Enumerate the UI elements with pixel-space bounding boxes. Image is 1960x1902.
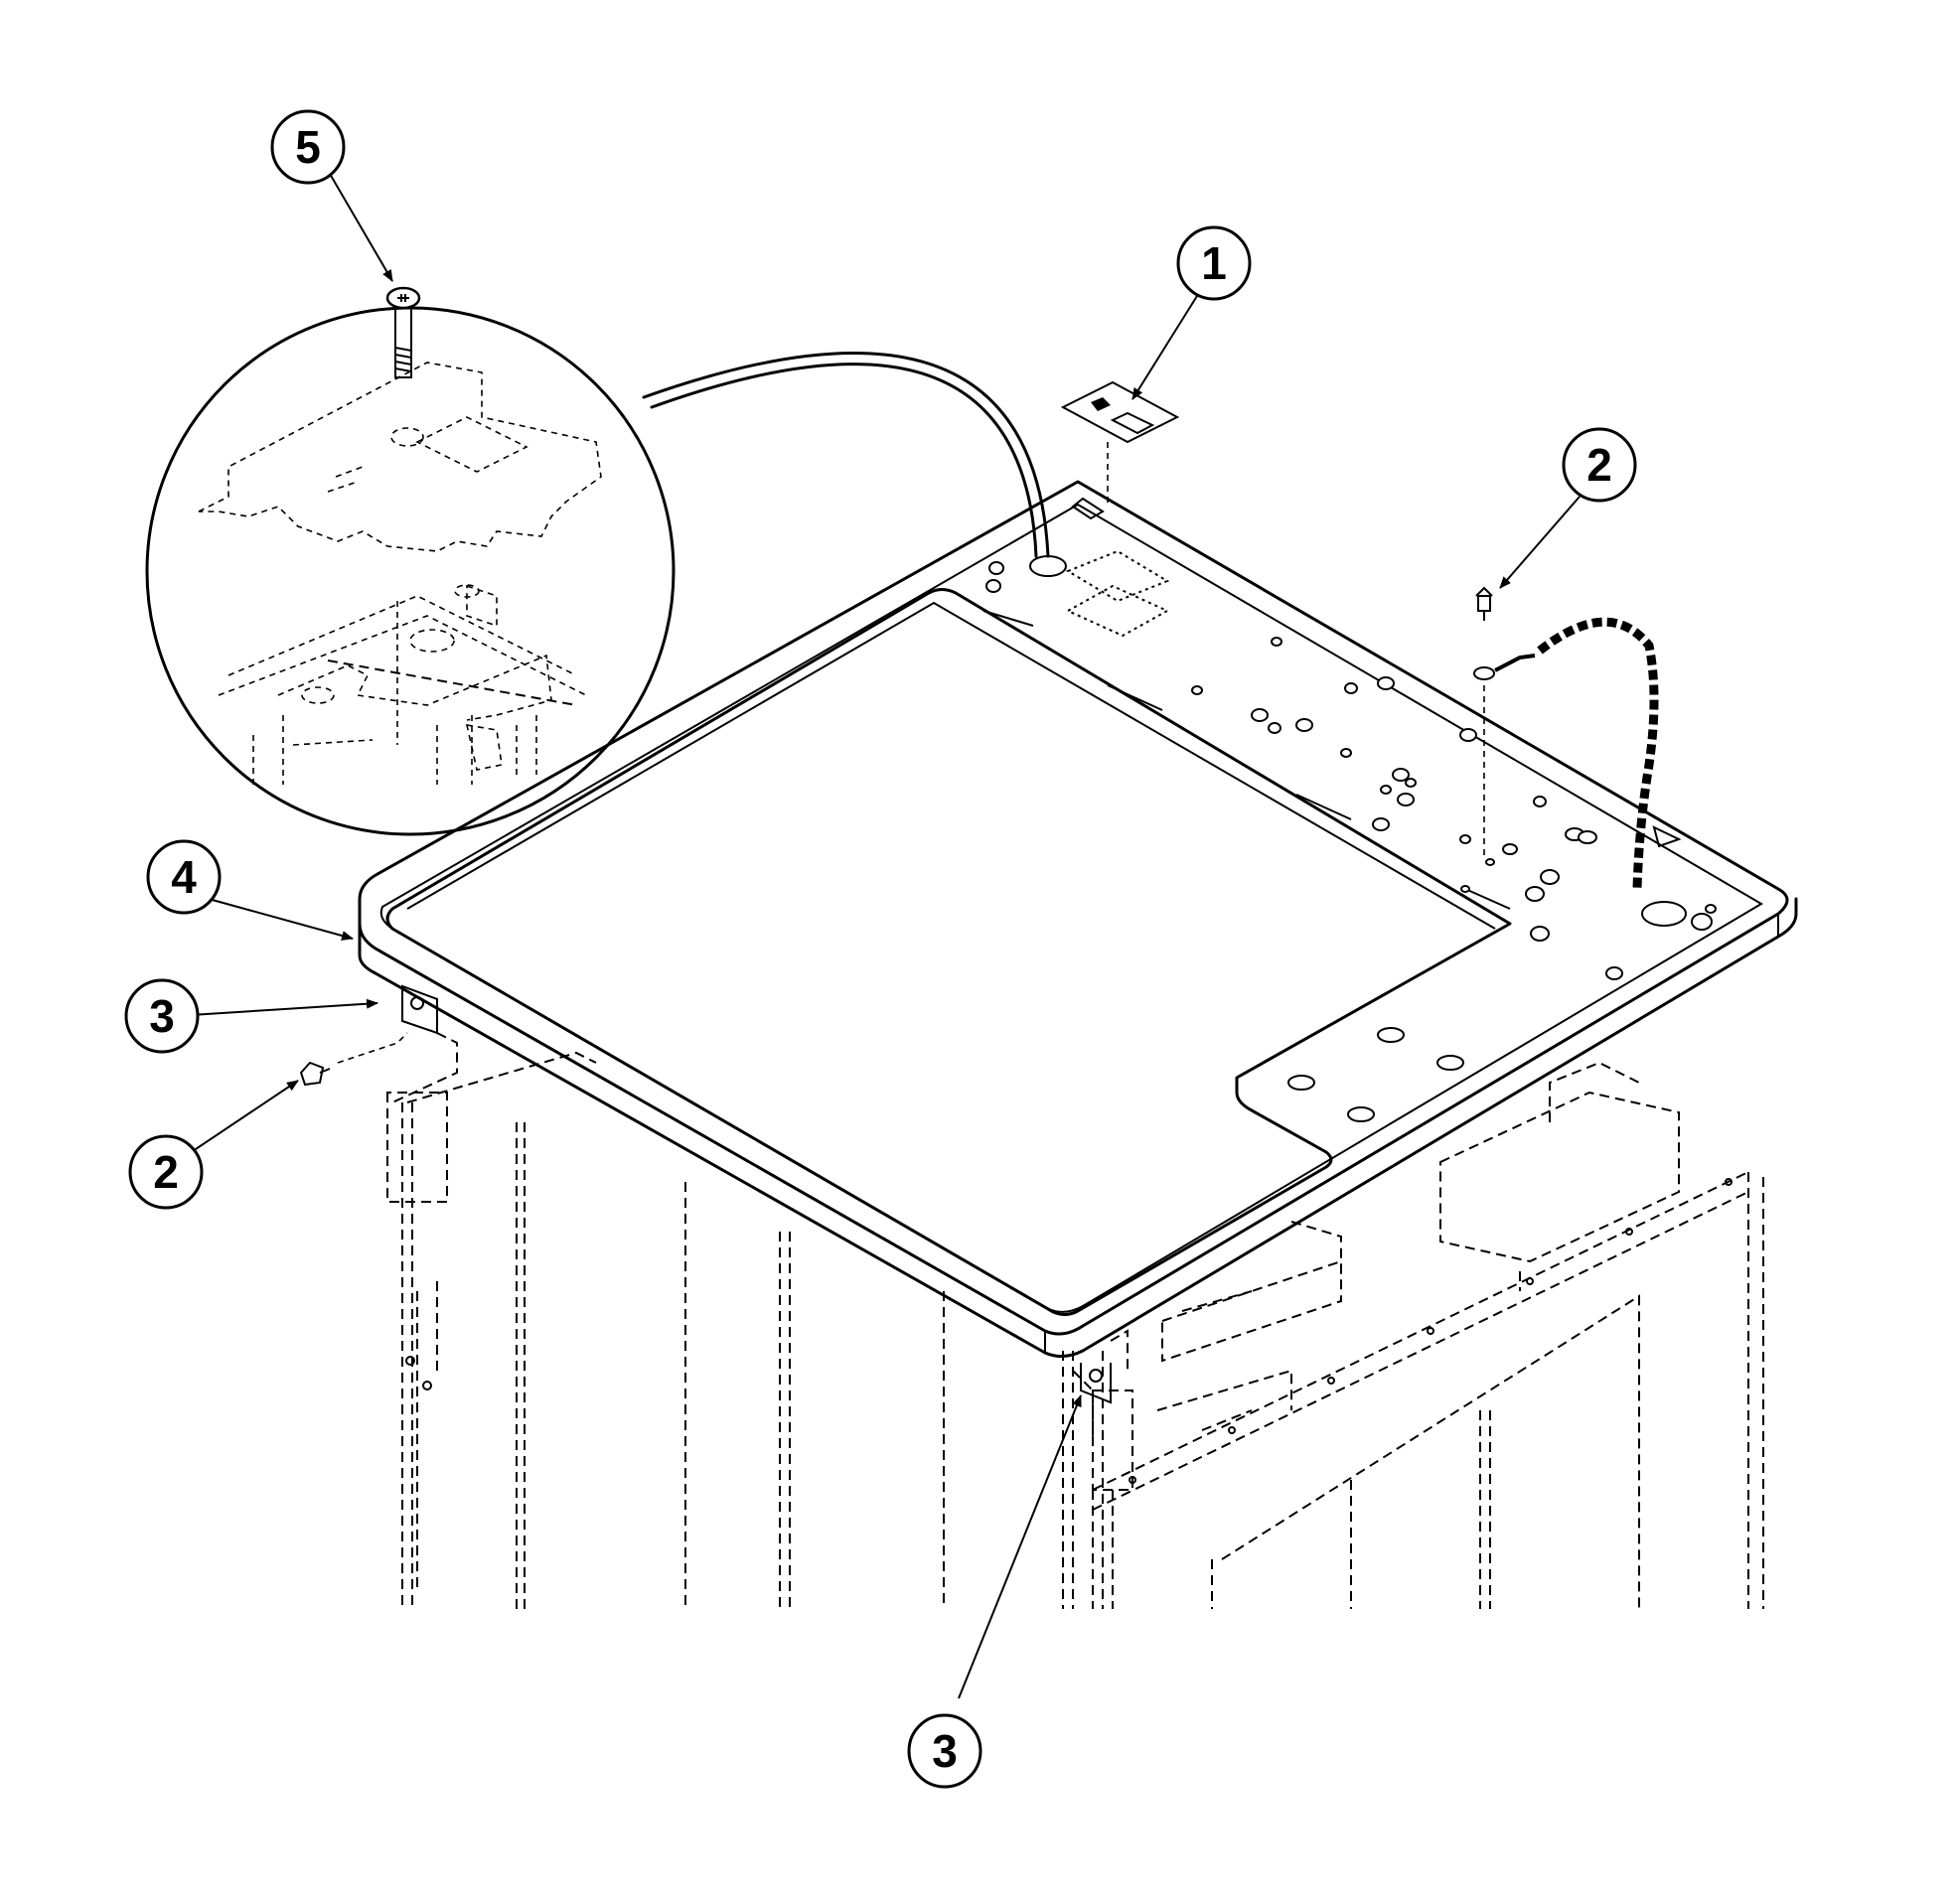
- leader-lines: [183, 173, 1581, 1699]
- callout-1-label: 1: [1201, 237, 1227, 289]
- callout-4: 4: [146, 839, 222, 915]
- callout-3-left-label: 3: [149, 990, 175, 1042]
- bolt-detail-inset: [145, 286, 1050, 836]
- label-decal: [1060, 380, 1180, 638]
- cabinet-outline: [386, 1051, 1764, 1609]
- callout-5: 5: [270, 109, 346, 185]
- callout-4-label: 4: [171, 851, 197, 903]
- top-panel: [358, 480, 1798, 1358]
- callout-5-label: 5: [295, 121, 321, 173]
- callout-3-left: 3: [124, 978, 200, 1054]
- callout-2-left-label: 2: [153, 1146, 179, 1198]
- callout-2-left: 2: [128, 1134, 204, 1210]
- bracket-front: [1080, 1329, 1129, 1404]
- callout-2-top-label: 2: [1586, 439, 1612, 491]
- callout-1: 1: [1176, 225, 1252, 301]
- callout-3-bottom: 3: [907, 1713, 982, 1789]
- bracket-left: [391, 984, 458, 1103]
- screw-left: [299, 1032, 408, 1087]
- callout-3-bottom-label: 3: [932, 1725, 958, 1777]
- bolt: [385, 286, 421, 378]
- screw-top-right: [1473, 586, 1659, 890]
- callout-2-top: 2: [1562, 427, 1637, 503]
